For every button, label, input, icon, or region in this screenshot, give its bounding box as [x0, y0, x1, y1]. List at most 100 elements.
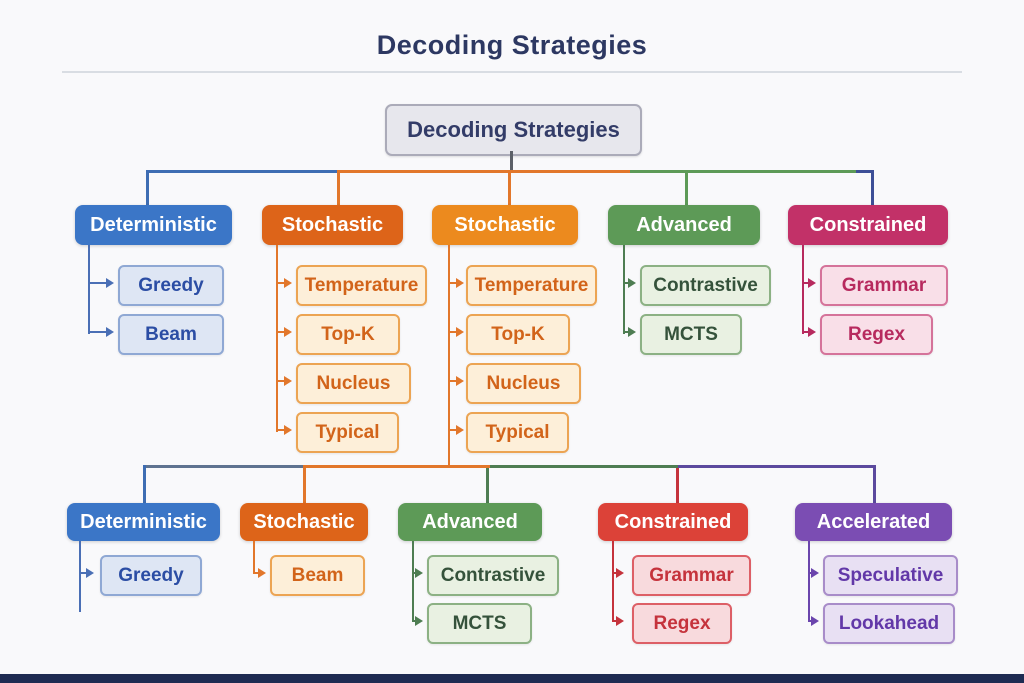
branch-stub	[276, 380, 286, 382]
bottom-drop-constrained	[676, 468, 679, 503]
leaf-nucleus-1: Nucleus	[296, 363, 411, 404]
node-stochastic-bottom: Stochastic	[240, 503, 368, 541]
leaf-regex-top: Regex	[820, 314, 933, 355]
leaf-contrastive-bottom: Contrastive	[427, 555, 559, 596]
leaf-mcts-top: MCTS	[640, 314, 742, 355]
leaf-topk-2: Top-K	[466, 314, 570, 355]
arrow-right-icon	[808, 278, 816, 288]
top-drop-deterministic	[146, 170, 149, 205]
node-advanced-bottom: Advanced	[398, 503, 542, 541]
leaf-grammar-top: Grammar	[820, 265, 948, 306]
leaf-regex-bottom: Regex	[632, 603, 732, 644]
leaf-mcts-bottom: MCTS	[427, 603, 532, 644]
leaf-greedy-bottom: Greedy	[100, 555, 202, 596]
leaf-topk-1: Top-K	[296, 314, 400, 355]
leaf-typical-2: Typical	[466, 412, 569, 453]
branch-line-deterministic-top	[88, 245, 90, 334]
branch-stub	[412, 572, 417, 574]
leaf-temperature-1: Temperature	[296, 265, 427, 306]
branch-stub	[623, 331, 630, 333]
arrow-right-icon	[456, 278, 464, 288]
branch-stub	[412, 620, 417, 622]
bottom-drop-advanced	[486, 468, 489, 503]
branch-line-accelerated-bottom	[808, 541, 810, 622]
top-drop-constrained	[871, 170, 874, 205]
leaf-typical-1: Typical	[296, 412, 399, 453]
branch-line-advanced-top	[623, 245, 625, 334]
bottom-bus-slate-segment	[143, 465, 303, 468]
leaf-greedy-top: Greedy	[118, 265, 224, 306]
arrow-right-icon	[616, 616, 624, 626]
arrow-right-icon	[258, 568, 266, 578]
arrow-right-icon	[284, 376, 292, 386]
arrow-right-icon	[456, 376, 464, 386]
node-constrained-bottom: Constrained	[598, 503, 748, 541]
arrow-right-icon	[628, 327, 636, 337]
root-node: Decoding Strategies	[385, 104, 642, 156]
bottom-bus-green-segment	[490, 465, 678, 468]
branch-stub	[448, 282, 458, 284]
arrow-right-icon	[284, 425, 292, 435]
branch-line-advanced-bottom	[412, 541, 414, 622]
leaf-beam-bottom: Beam	[270, 555, 365, 596]
branch-stub	[612, 620, 618, 622]
branch-line-stochastic-1	[276, 245, 278, 432]
top-bus-blue-segment	[146, 170, 337, 173]
branch-stub	[808, 572, 813, 574]
node-deterministic-top: Deterministic	[75, 205, 232, 245]
top-drop-stochastic-1	[337, 173, 340, 205]
root-stem-line	[510, 151, 513, 171]
branch-stub	[612, 572, 618, 574]
top-bus-navy-segment	[856, 170, 874, 173]
bottom-drop-deterministic	[143, 465, 146, 503]
arrow-right-icon	[284, 278, 292, 288]
branch-stub	[623, 282, 630, 284]
branch-stub	[88, 331, 106, 333]
top-bus-orange-segment	[337, 170, 630, 173]
bottom-navy-bar	[0, 674, 1024, 683]
node-accelerated-bottom: Accelerated	[795, 503, 952, 541]
leaf-grammar-bottom: Grammar	[632, 555, 751, 596]
arrow-right-icon	[415, 568, 423, 578]
arrow-right-icon	[106, 327, 114, 337]
branch-stub	[253, 572, 260, 574]
leaf-temperature-2: Temperature	[466, 265, 597, 306]
arrow-right-icon	[628, 278, 636, 288]
node-advanced-top: Advanced	[608, 205, 760, 245]
branch-line-stochastic-bottom	[253, 541, 255, 574]
leaf-nucleus-2: Nucleus	[466, 363, 581, 404]
leaf-beam-top: Beam	[118, 314, 224, 355]
branch-line-deterministic-bottom	[79, 541, 81, 612]
arrow-right-icon	[415, 616, 423, 626]
arrow-right-icon	[616, 568, 624, 578]
branch-line-constrained-top	[802, 245, 804, 334]
top-bus-green-segment	[630, 170, 856, 173]
branch-stub	[276, 429, 286, 431]
leaf-speculative-bottom: Speculative	[823, 555, 958, 596]
bottom-drop-stochastic	[303, 468, 306, 503]
node-stochastic-1-top: Stochastic	[262, 205, 403, 245]
node-stochastic-2-top: Stochastic	[432, 205, 578, 245]
page-title: Decoding Strategies	[376, 30, 648, 60]
bottom-drop-accelerated	[873, 465, 876, 503]
branch-stub	[448, 380, 458, 382]
bottom-bus-orange-segment	[303, 465, 490, 468]
arrow-right-icon	[456, 425, 464, 435]
node-constrained-top: Constrained	[788, 205, 948, 245]
branch-stub	[276, 331, 286, 333]
branch-stub	[802, 282, 810, 284]
node-deterministic-bottom: Deterministic	[67, 503, 220, 541]
top-drop-advanced	[685, 173, 688, 205]
arrow-right-icon	[808, 327, 816, 337]
title-divider	[62, 71, 962, 73]
arrow-right-icon	[106, 278, 114, 288]
branch-line-stochastic-2	[448, 245, 450, 467]
arrow-right-icon	[86, 568, 94, 578]
branch-stub	[448, 429, 458, 431]
bottom-bus-purple-segment	[678, 465, 876, 468]
branch-stub	[79, 572, 88, 574]
branch-stub	[88, 282, 106, 284]
arrow-right-icon	[811, 568, 819, 578]
top-drop-stochastic-2	[508, 173, 511, 205]
